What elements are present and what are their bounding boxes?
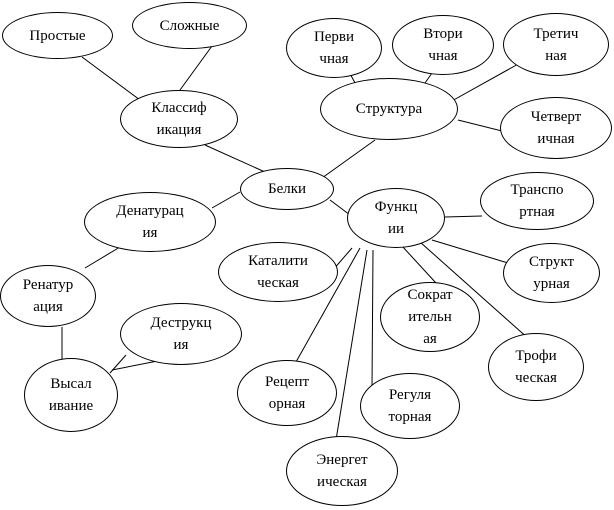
connector-line	[295, 247, 361, 363]
node-slozhnye: Сложные	[132, 2, 247, 49]
node-label: Функц ии	[374, 199, 418, 237]
node-label: Простые	[29, 27, 86, 44]
connector-line	[371, 249, 374, 389]
connector-line	[211, 191, 241, 209]
connector-line	[419, 241, 531, 341]
node-chetvertichnaya: Четверт ичная	[500, 97, 612, 159]
connector-line	[335, 249, 368, 441]
node-label: Каталити ческая	[248, 253, 308, 291]
node-energeticheskaya: Энергет ическая	[286, 436, 398, 506]
node-label: Структ урная	[529, 254, 574, 292]
node-destrukciya: Деструкц ия	[120, 303, 242, 365]
connector-line	[179, 45, 213, 91]
node-label: Деструкц ия	[150, 315, 212, 353]
node-label: Втори чная	[423, 26, 463, 64]
node-belki: Белки	[240, 168, 334, 210]
node-pervichnaya: Перви чная	[286, 18, 382, 78]
connector-line	[329, 199, 351, 216]
node-vysalivanie: Высал ивание	[24, 358, 118, 432]
node-label: Денатурац ия	[116, 203, 184, 241]
node-label: Трофи ческая	[515, 348, 557, 386]
node-label: Четверт ичная	[530, 109, 582, 147]
node-label: Белки	[267, 181, 307, 197]
connector-line	[321, 139, 376, 179]
node-label: Рецепт орная	[264, 374, 310, 412]
node-label: Структура	[355, 101, 423, 117]
node-prostye: Простые	[2, 12, 113, 59]
node-label: Перви чная	[313, 29, 355, 67]
connector-line	[84, 246, 121, 269]
node-label: Энергет ическая	[316, 452, 368, 490]
node-klassifikaciya: Классиф икация	[120, 90, 238, 148]
node-kataliticheskaya: Каталити ческая	[218, 242, 338, 302]
node-label: Классиф икация	[151, 100, 207, 138]
node-receptornaya: Рецепт орная	[237, 360, 337, 426]
node-renaturaciya: Ренатур ация	[0, 265, 96, 327]
connector-line	[204, 144, 266, 173]
node-tretichnaya: Третич ная	[503, 13, 609, 76]
connector-line	[449, 62, 521, 103]
connector-line	[444, 215, 483, 218]
connector-line	[81, 56, 141, 101]
node-strukturnaya: Структ урная	[503, 243, 600, 303]
node-label: Регуля торная	[388, 387, 432, 425]
node-label: Ренатур ация	[22, 277, 74, 315]
node-vtorichnaya: Втори чная	[392, 15, 494, 75]
connector-line	[401, 245, 437, 284]
node-label: Высал ивание	[48, 376, 94, 414]
node-funkcii: Функц ии	[347, 188, 445, 248]
node-struktura: Структура	[320, 78, 458, 140]
connector-line	[431, 239, 509, 264]
node-sokratitelnaya: Сократ ительн ая	[380, 282, 480, 352]
node-label: Третич ная	[533, 25, 579, 64]
node-denaturaciya: Денатурац ия	[84, 192, 216, 252]
node-label: Сложные	[159, 17, 220, 34]
node-label: Сократ ительн ая	[407, 287, 453, 347]
node-regulyatornaya: Регуля торная	[360, 373, 460, 439]
node-transportnaya: Транспо ртная	[480, 172, 594, 230]
node-label: Транспо ртная	[510, 182, 564, 220]
node-troficheskaya: Трофи ческая	[488, 333, 584, 401]
connector-line	[457, 119, 507, 133]
